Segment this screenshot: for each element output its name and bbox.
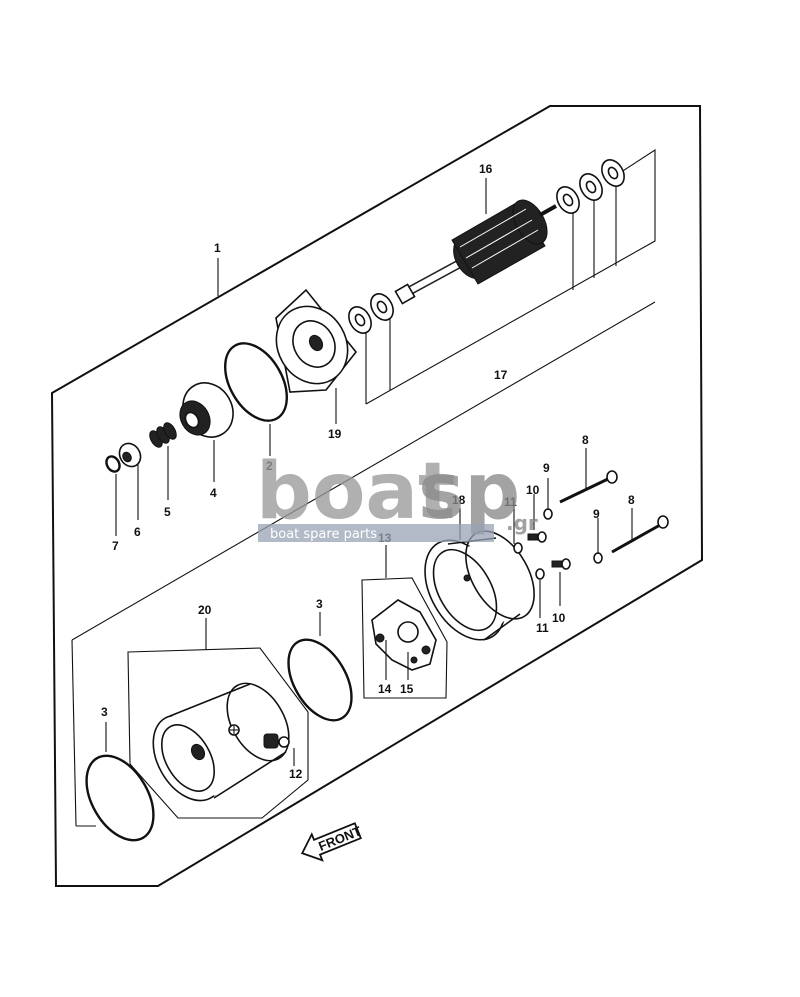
screw-10-upper [527,531,547,543]
frame-divider [71,301,656,641]
o-ring-3-lower [85,754,155,842]
bracket-13 [361,577,448,699]
leader-lines [105,178,633,766]
callout-10-upper: 10 [526,483,540,497]
callout-4: 4 [210,486,217,500]
o-ring-2 [224,342,288,422]
screw-10-lower [551,558,571,570]
callout-3-lower: 3 [101,705,108,719]
shaft-washers [348,293,394,334]
watermark-brand-left: boat [256,447,455,537]
callout-9-lower: 9 [593,507,600,521]
yoke-housing-part [424,530,535,641]
washer-11-lower [535,568,545,580]
callout-6: 6 [134,525,141,539]
callout-14: 14 [378,682,392,696]
terminal-bolt-part [263,733,290,749]
watermark-brand-right: sp [418,447,520,537]
spring-part [149,422,177,448]
callout-9-upper: 9 [543,461,550,475]
frame-divider-left [71,639,77,827]
callout-8-lower: 8 [628,493,635,507]
watermark-tagline: boat spare parts [270,527,377,542]
callout-18: 18 [452,493,466,507]
callout-1: 1 [214,241,221,255]
callout-11-lower: 11 [536,621,549,635]
front-arrow: FRONT [300,822,363,862]
brush-holder-part [371,599,437,671]
rear-cover-part [152,682,290,802]
assembly-frame [50,105,704,887]
callout-20: 20 [198,603,212,617]
front-arrow-label: FRONT [316,823,363,854]
washer-9-lower [593,552,603,564]
through-bolt-upper [559,470,618,504]
callout-19: 19 [328,427,342,441]
callout-11-upper: 11 [504,495,517,509]
clutch-pinion-part [179,382,234,438]
callout-7: 7 [112,539,119,553]
callout-3-middle: 3 [316,597,323,611]
front-cover-part [275,288,358,393]
collar-part [118,442,142,468]
callout-17: 17 [494,368,508,382]
front-arrow-icon [300,822,362,862]
callout-2: 2 [266,459,273,473]
through-bolt-lower [611,515,669,554]
o-ring-3-middle [287,638,353,722]
callout-5: 5 [164,505,171,519]
callout-8-upper: 8 [582,433,589,447]
callout-12: 12 [289,767,303,781]
bracket-17-main [365,148,656,405]
armature-part [394,199,557,305]
callout-16: 16 [479,162,493,176]
watermark-tagline-bar [258,524,494,542]
callout-10-lower: 10 [552,611,566,625]
washer-11-upper [513,542,523,554]
watermark-suffix: .gr [506,511,538,535]
callout-15: 15 [400,682,414,696]
shim-washers [556,159,625,214]
watermark-logo: boat sp .gr boat spare parts [256,447,538,542]
snap-ring-part [105,455,121,473]
washer-9-upper [543,508,553,520]
